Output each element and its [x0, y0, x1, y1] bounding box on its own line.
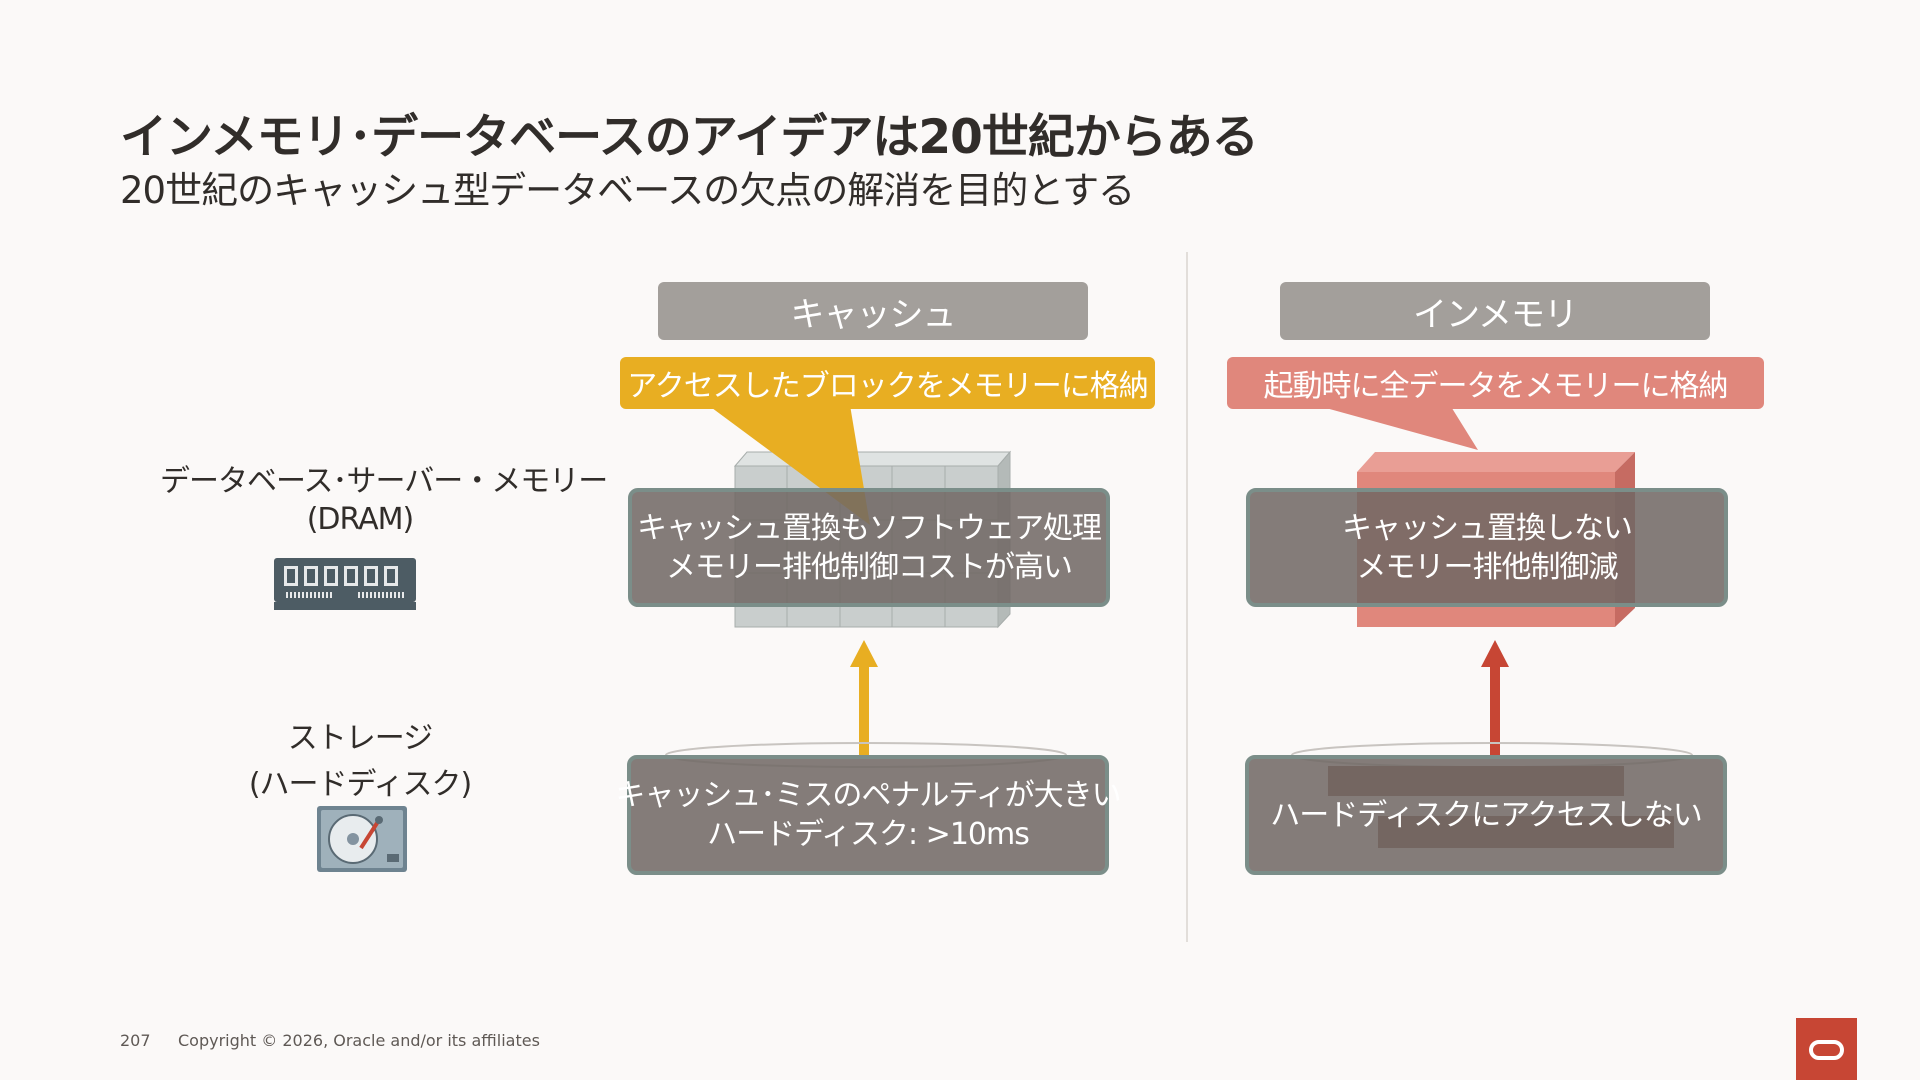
ram-module-icon [274, 558, 416, 610]
oracle-logo-mark [1809, 1040, 1844, 1060]
cache-memory-text-1: キャッシュ置換もソフトウェア処理 [637, 510, 1102, 546]
storage-label-line2: (ハードディスク) [248, 767, 472, 802]
cache-callout: アクセスしたブロックをメモリーに格納 [620, 357, 1155, 409]
inmemory-memory-box: キャッシュ置換しない メモリー排他制御減 [1246, 488, 1728, 607]
column-divider [1186, 252, 1188, 942]
slide-subtitle: 20世紀のキャッシュ型データベースの欠点の解消を目的とする [120, 169, 1135, 212]
memory-label-line1: データベース･サーバー・メモリー [160, 464, 608, 499]
inmemory-header: インメモリ [1280, 282, 1710, 340]
storage-label-line1: ストレージ [287, 721, 433, 756]
copyright: Copyright © 2026, Oracle and/or its affi… [178, 1031, 540, 1050]
inmemory-callout-pointer [1315, 405, 1478, 450]
oracle-logo [1796, 1018, 1857, 1080]
hard-disk-icon [317, 806, 407, 872]
inmemory-memory-text-1: キャッシュ置換しない [1342, 510, 1633, 546]
cache-storage-box: キャッシュ･ミスのペナルティが大きい ハードディスク: >10ms [615, 755, 1122, 875]
inmemory-callout: 起動時に全データをメモリーに格納 [1227, 357, 1764, 409]
inmemory-storage-box: ハードディスクにアクセスしない [1245, 755, 1727, 875]
inmemory-storage-text-1: ハードディスクにアクセスしない [1270, 797, 1702, 833]
cache-memory-box: キャッシュ置換もソフトウェア処理 メモリー排他制御コストが高い [628, 488, 1110, 607]
cache-up-arrow [850, 640, 878, 757]
memory-label-line2: (DRAM) [306, 502, 415, 537]
cache-storage-text-1: キャッシュ･ミスのペナルティが大きい [615, 778, 1121, 813]
cache-header: キャッシュ [658, 282, 1088, 340]
memory-label: データベース･サーバー・メモリー (DRAM) [160, 456, 608, 537]
cache-memory-text-2: メモリー排他制御コストが高い [666, 549, 1073, 585]
cache-storage-text-2: ハードディスク: >10ms [707, 817, 1030, 852]
page-number: 207 [120, 1031, 151, 1050]
slide-title: インメモリ･データベースのアイデアは20世紀からある [120, 110, 1259, 165]
storage-label: ストレージ (ハードディスク) [210, 713, 510, 803]
inmemory-memory-text-2: メモリー排他制御減 [1356, 549, 1619, 585]
inmemory-up-arrow [1481, 640, 1509, 757]
